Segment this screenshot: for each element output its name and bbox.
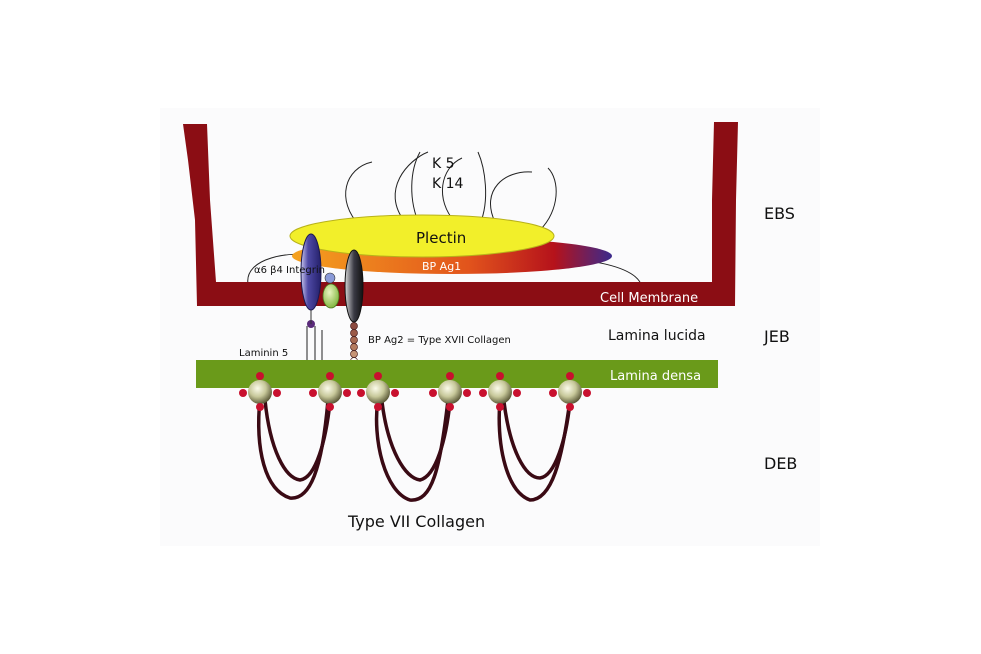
background-panel [160, 108, 820, 546]
bp-ag2-transmembrane [344, 249, 364, 323]
collagen-vii-head [549, 372, 591, 411]
collagen-vii-head [239, 372, 281, 411]
integrin-label: α6 β4 Integrin [254, 265, 325, 276]
zone-jeb-label: JEB [763, 327, 790, 346]
keratin-k5-label: K 5 [432, 156, 455, 172]
plectin-label: Plectin [416, 229, 466, 247]
laminin5-label: Laminin 5 [239, 348, 288, 359]
bp-ag1-label: BP Ag1 [422, 260, 461, 273]
integrin-green-domain [322, 283, 340, 309]
integrin-cap-bead [324, 272, 336, 284]
bp-ag2-label: BP Ag2 = Type XVII Collagen [368, 335, 511, 346]
keratin-k14-label: K 14 [432, 176, 464, 192]
collagen-vii-head [309, 372, 351, 411]
collagen-vii-head [479, 372, 521, 411]
zone-ebs-label: EBS [764, 204, 795, 223]
lamina-densa-label: Lamina densa [610, 369, 701, 384]
collagen-vii-head [357, 372, 399, 411]
anchoring-fibrils [257, 396, 572, 502]
collagen-vii-head [429, 372, 471, 411]
cell-membrane [183, 122, 738, 306]
cell-membrane-label: Cell Membrane [600, 291, 698, 306]
plectin [289, 214, 555, 258]
type7-collagen-label: Type VII Collagen [347, 512, 485, 531]
zone-deb-label: DEB [764, 454, 797, 473]
lamina-lucida-label: Lamina lucida [608, 328, 706, 344]
